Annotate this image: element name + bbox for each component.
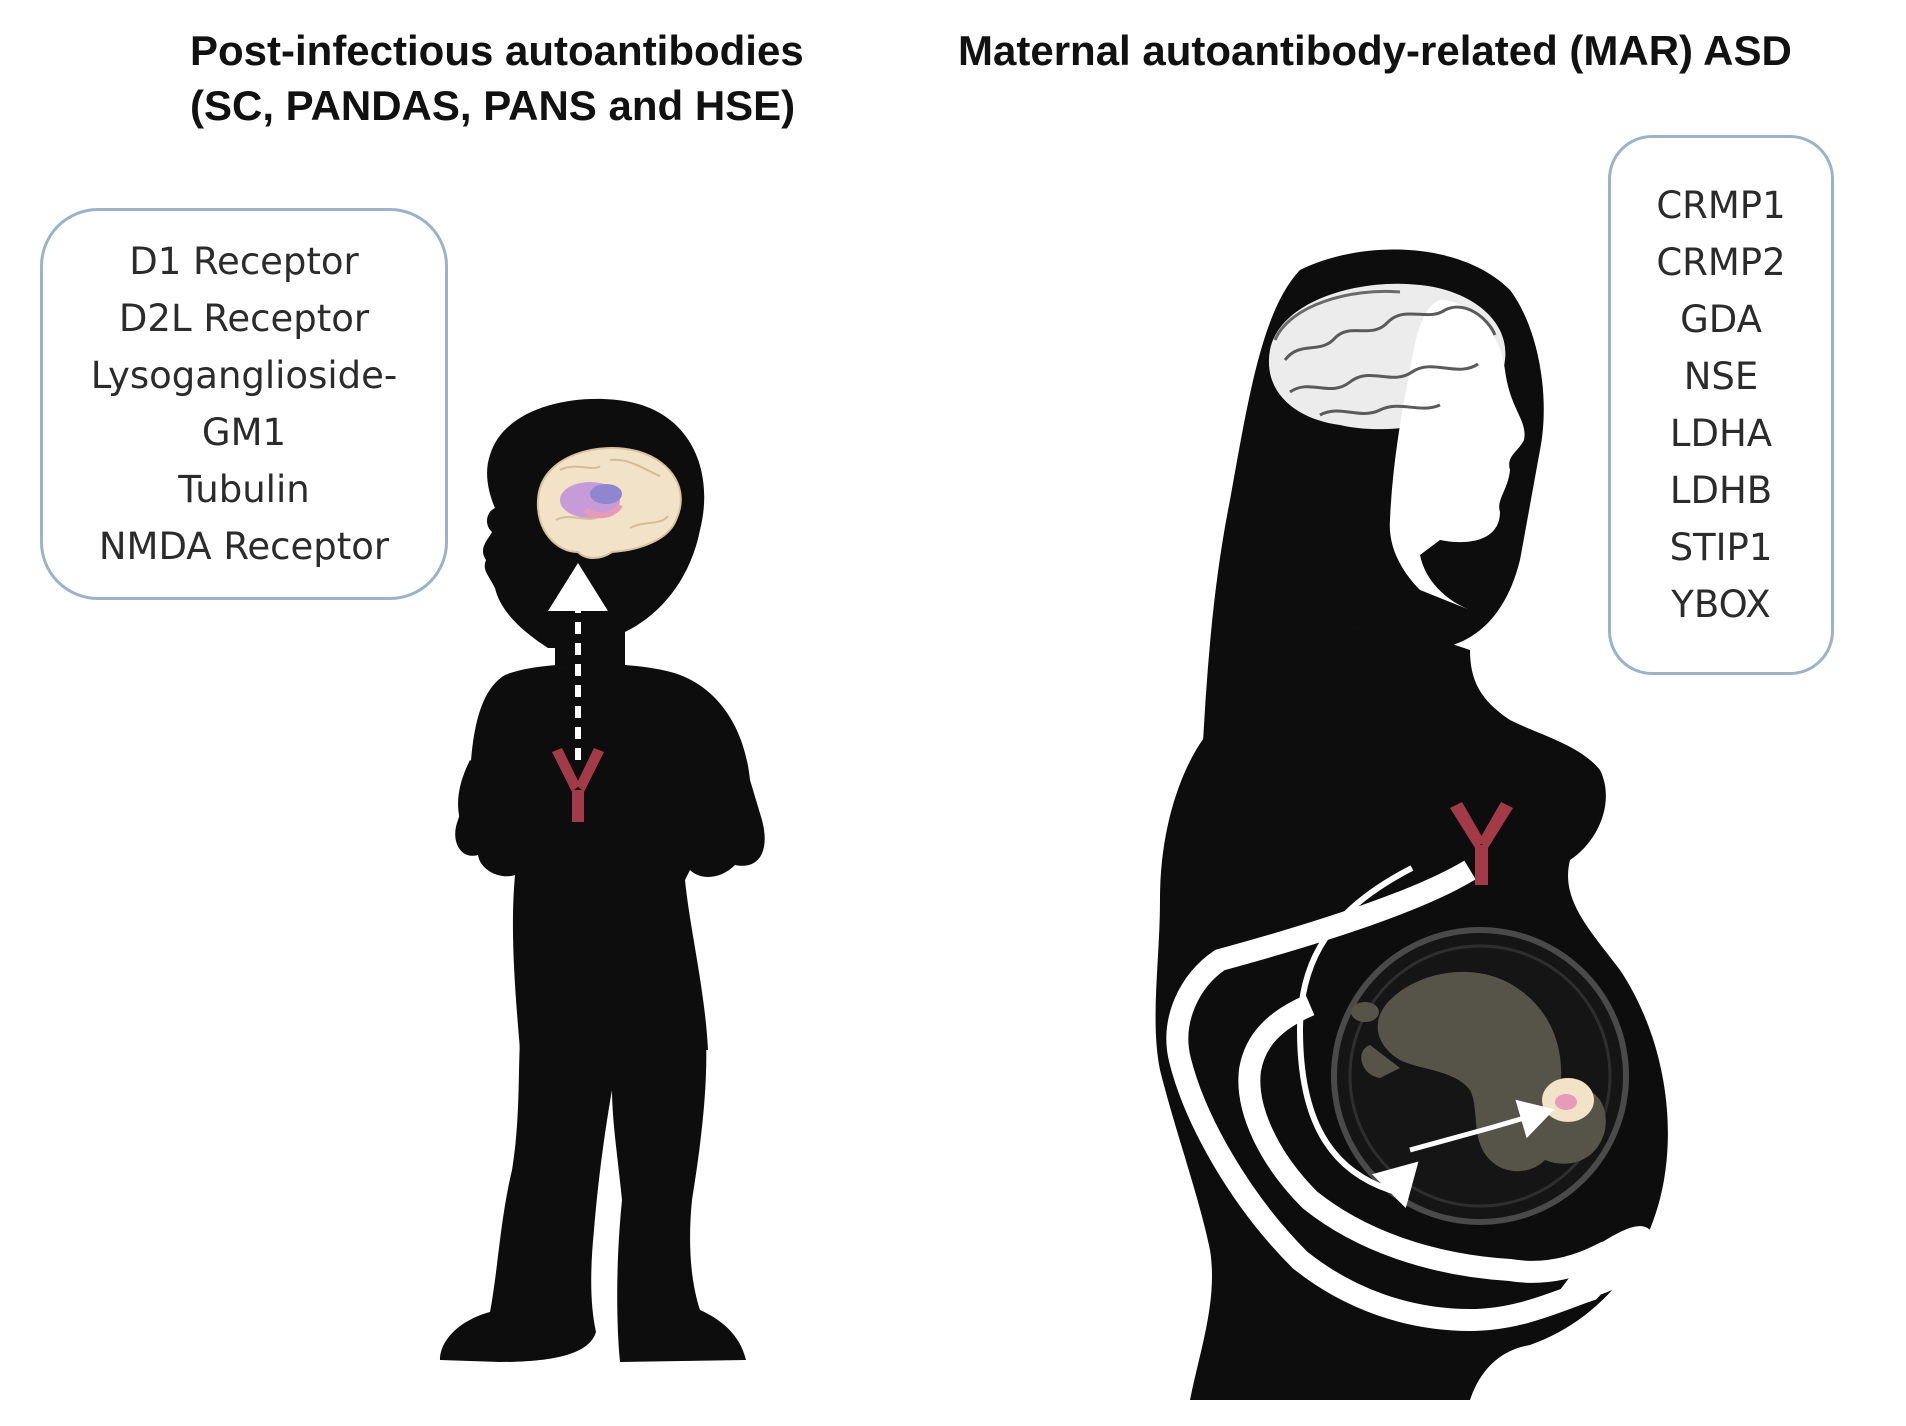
antigen-ybox: YBOX xyxy=(1671,583,1771,626)
antigen-crmp2: CRMP2 xyxy=(1656,241,1786,284)
fetal-brain-arrow xyxy=(1409,1099,1555,1153)
left-panel-title: Post-infectious autoantibodies (SC, PAND… xyxy=(190,24,910,133)
antigen-stip1: STIP1 xyxy=(1669,526,1773,569)
antigen-ldha: LDHA xyxy=(1669,412,1773,455)
antigen-tubulin: Tubulin xyxy=(178,468,310,511)
mother-antibody xyxy=(1450,802,1513,885)
mar-asd-antigen-box: CRMP1 CRMP2 GDA NSE LDHA LDHB STIP1 YBOX xyxy=(1608,135,1834,675)
mother-brain xyxy=(1268,283,1506,430)
fetus-brain xyxy=(1542,1078,1594,1122)
antigen-crmp1: CRMP1 xyxy=(1656,184,1786,227)
child-brain xyxy=(536,447,682,559)
mother-arm xyxy=(1166,860,1616,1332)
left-title-line2: (SC, PANDAS, PANS and HSE) xyxy=(190,81,796,129)
antigen-gda: GDA xyxy=(1680,298,1762,341)
antigen-nse: NSE xyxy=(1683,355,1759,398)
antigen-ldhb: LDHB xyxy=(1669,469,1773,512)
right-panel-title: Maternal autoantibody-related (MAR) ASD xyxy=(958,27,1792,74)
antigen-d2l-receptor: D2L Receptor xyxy=(118,297,370,340)
left-title-line1: Post-infectious autoantibodies xyxy=(190,27,804,74)
antigen-lysoganglioside: Lysoganglioside- xyxy=(90,354,398,397)
mother-hand xyxy=(1560,1226,1653,1297)
child-antibody xyxy=(552,748,604,822)
placental-transfer-arrow xyxy=(1296,865,1419,1209)
antigen-d1-receptor: D1 Receptor xyxy=(129,240,359,283)
post-infectious-antigen-box: D1 Receptor D2L Receptor Lysoganglioside… xyxy=(40,208,448,600)
antigen-gm1: GM1 xyxy=(201,411,287,454)
antigen-nmda-receptor: NMDA Receptor xyxy=(98,525,390,568)
